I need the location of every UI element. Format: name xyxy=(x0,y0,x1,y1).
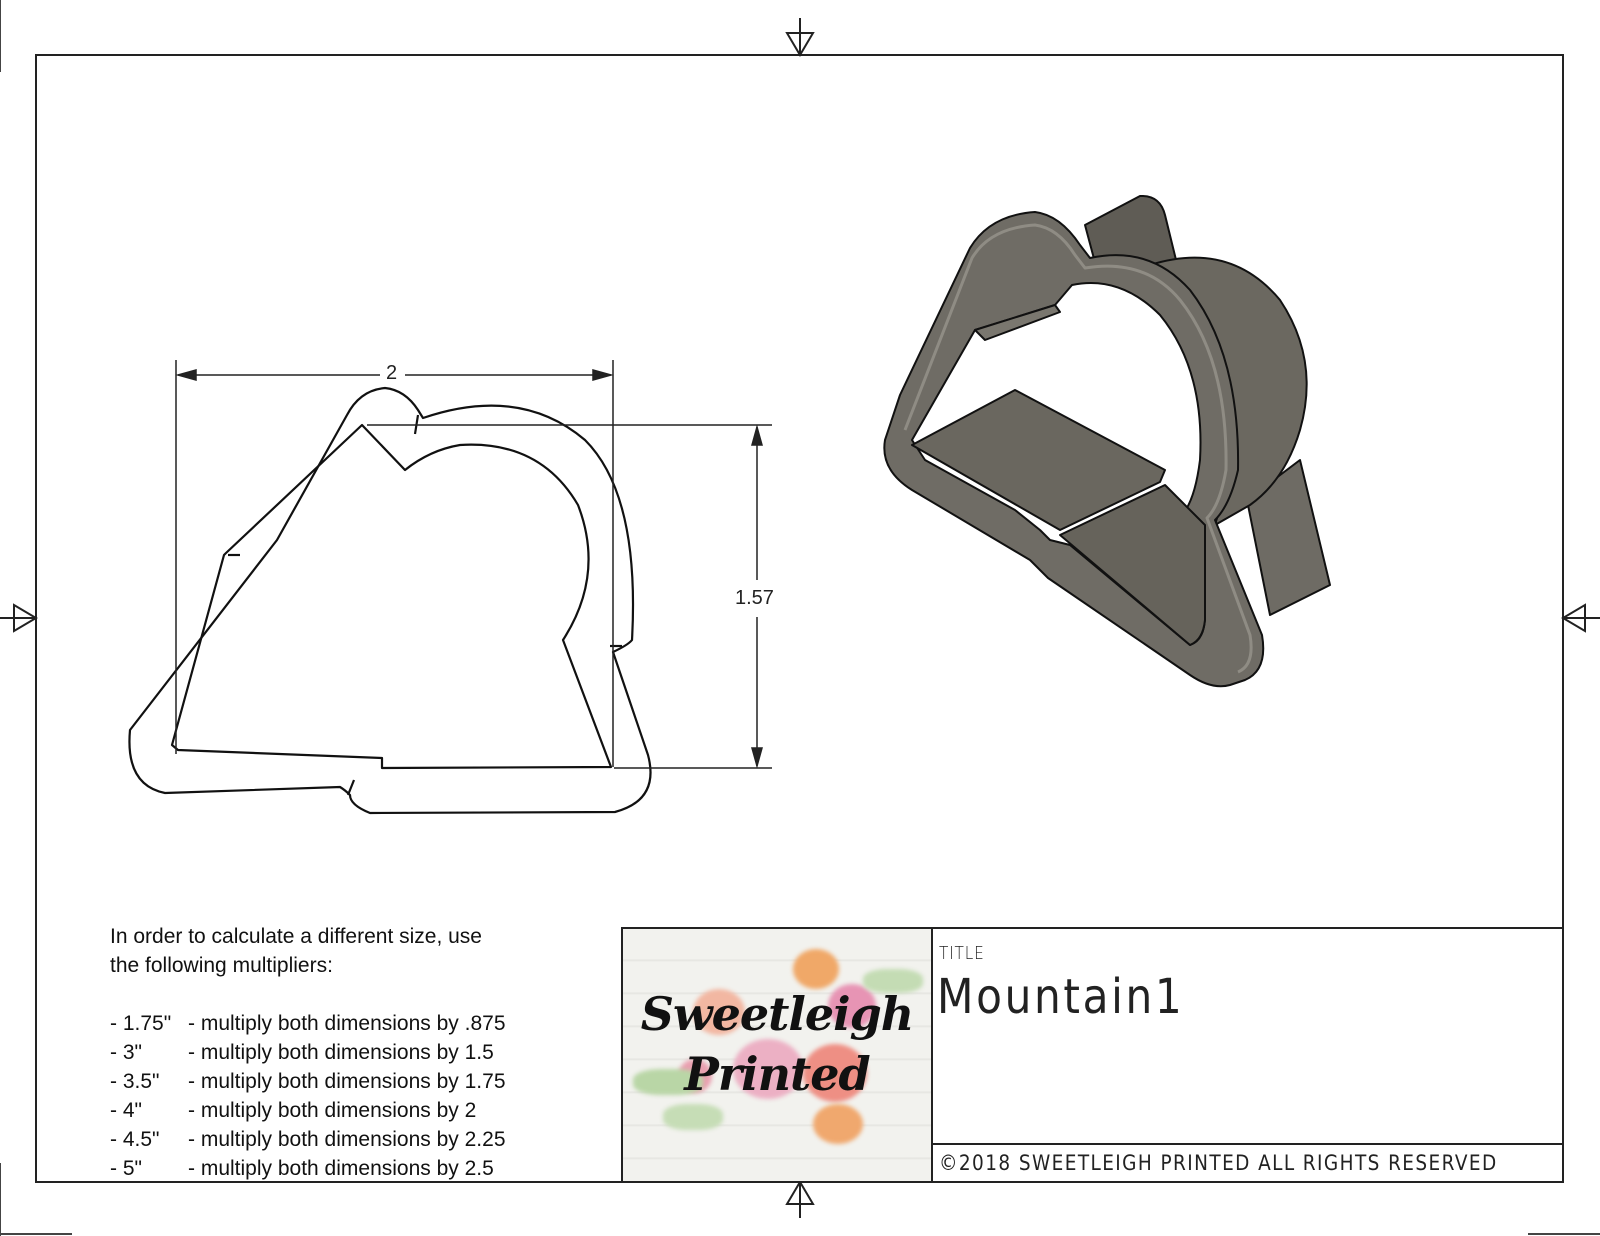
flower-decoration xyxy=(803,1044,867,1102)
title-label: TITLE xyxy=(939,943,985,964)
multiplier-size: - 3" xyxy=(110,1041,142,1064)
multiplier-size: - 5" xyxy=(110,1157,142,1180)
cutter-outline-2d xyxy=(128,386,652,815)
multiplier-row: - 4.5" - multiply both dimensions by 2.2… xyxy=(110,1125,590,1154)
copyright-row: ©2018 SWEETLEIGH PRINTED ALL RIGHTS RESE… xyxy=(933,1143,1562,1181)
drawing-title: Mountain1 xyxy=(937,969,1185,1025)
height-dimension xyxy=(367,424,772,769)
multiplier-row: - 3.5" - multiply both dimensions by 1.7… xyxy=(110,1067,590,1096)
multiplier-desc: - multiply both dimensions by 2 xyxy=(188,1099,477,1122)
multiplier-intro-line2: the following multipliers: xyxy=(110,954,333,977)
multiplier-size: - 4" xyxy=(110,1099,142,1122)
flower-decoration xyxy=(693,989,745,1035)
multiplier-row: - 5" - multiply both dimensions by 2.5 xyxy=(110,1154,590,1183)
multiplier-desc: - multiply both dimensions by .875 xyxy=(188,1012,506,1035)
title-info: TITLE Mountain1 ©2018 SWEETLEIGH PRINTED… xyxy=(933,929,1562,1181)
size-multipliers-note: In order to calculate a different size, … xyxy=(110,922,590,1183)
width-dimension xyxy=(175,360,614,767)
copyright-text: ©2018 SWEETLEIGH PRINTED ALL RIGHTS RESE… xyxy=(939,1151,1498,1175)
multiplier-size: - 1.75" xyxy=(110,1012,172,1035)
multiplier-desc: - multiply both dimensions by 1.5 xyxy=(188,1041,494,1064)
leaf-decoration xyxy=(663,1104,723,1130)
title-block: Sweetleigh Printed TITLE Mountain1 ©2018… xyxy=(621,927,1564,1183)
logo-text-line2: Printed xyxy=(684,1047,870,1101)
center-mark-right-icon xyxy=(1561,603,1600,633)
multiplier-intro-line1: In order to calculate a different size, … xyxy=(110,925,482,948)
multiplier-size: - 4.5" xyxy=(110,1128,160,1151)
multiplier-desc: - multiply both dimensions by 2.5 xyxy=(188,1157,494,1180)
center-mark-left-icon xyxy=(0,603,38,633)
multiplier-size: - 3.5" xyxy=(110,1070,160,1093)
flower-decoration xyxy=(828,984,876,1028)
multiplier-row: - 4" - multiply both dimensions by 2 xyxy=(110,1096,590,1125)
brand-logo: Sweetleigh Printed xyxy=(623,929,933,1181)
flower-decoration xyxy=(813,1104,863,1144)
multiplier-desc: - multiply both dimensions by 2.25 xyxy=(188,1128,506,1151)
flower-decoration xyxy=(733,1039,803,1099)
leaf-decoration xyxy=(863,969,923,993)
multiplier-row: - 3" - multiply both dimensions by 1.5 xyxy=(110,1038,590,1067)
width-dimension-label: 2 xyxy=(383,362,401,385)
multiplier-row: - 1.75" - multiply both dimensions by .8… xyxy=(110,1009,590,1038)
leaf-decoration xyxy=(633,1069,703,1095)
cutter-3d-render xyxy=(883,194,1331,688)
height-dimension-label: 1.57 xyxy=(732,587,777,610)
logo-text-line1: Sweetleigh xyxy=(640,987,914,1041)
inner-profile xyxy=(170,423,613,770)
center-mark-top-icon xyxy=(785,18,815,57)
multiplier-desc: - multiply both dimensions by 1.75 xyxy=(188,1070,506,1093)
outer-profile xyxy=(128,386,652,815)
title-area: TITLE Mountain1 xyxy=(933,929,1562,1143)
center-mark-bottom-icon xyxy=(785,1180,815,1218)
flower-decoration xyxy=(793,949,839,989)
